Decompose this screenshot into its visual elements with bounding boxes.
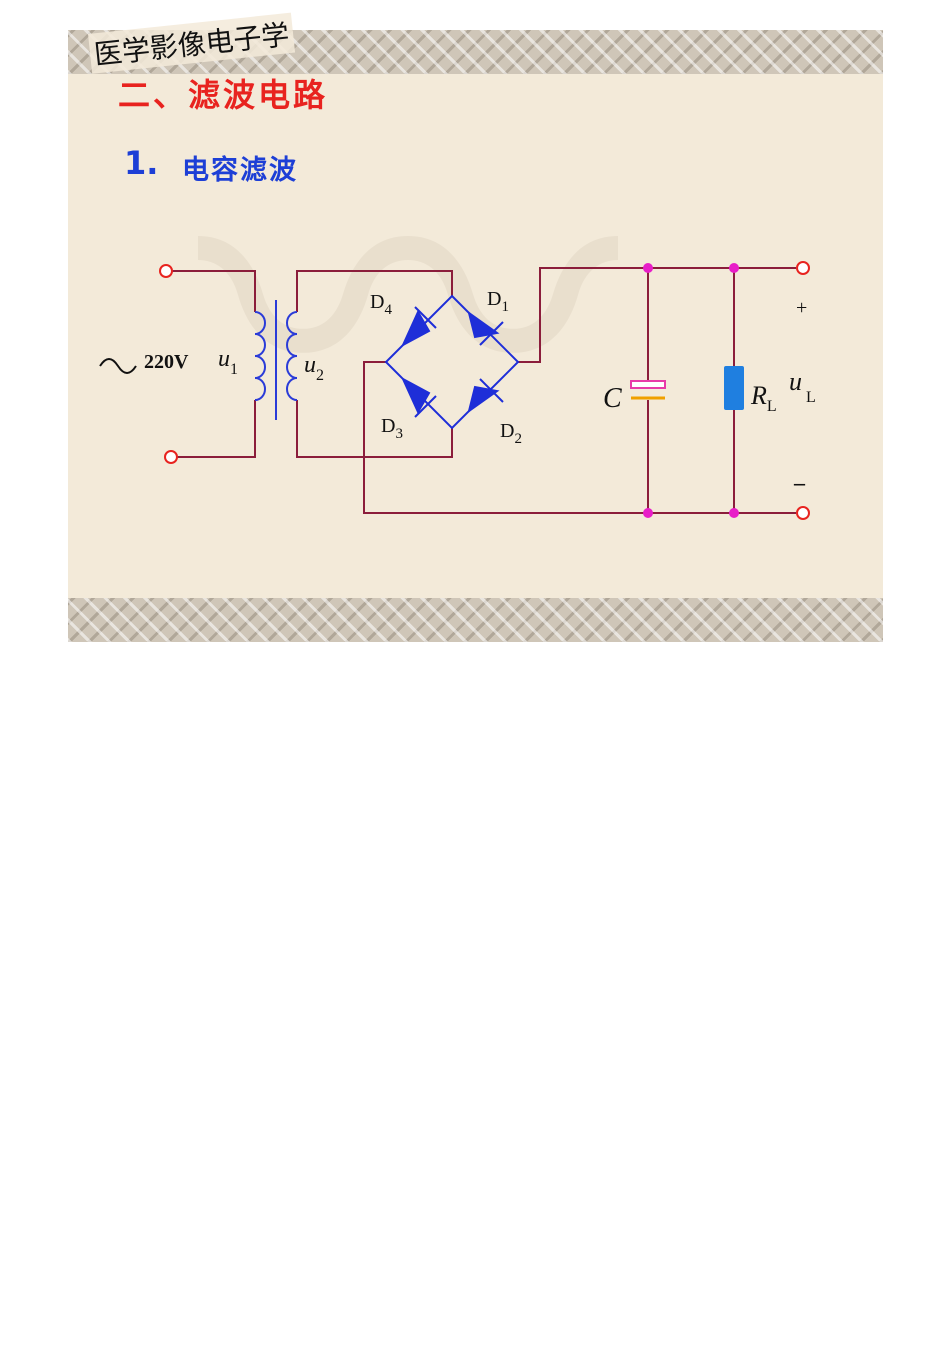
output-minus-sign: – bbox=[793, 470, 806, 495]
resistor-label: RL bbox=[750, 381, 777, 415]
load-resistor bbox=[724, 366, 744, 410]
subsection-title: 电容滤波 bbox=[182, 155, 298, 186]
diode-d2 bbox=[467, 378, 504, 414]
diode-d2-label: D2 bbox=[500, 420, 522, 447]
wire-positive-rail bbox=[518, 267, 796, 363]
capacitor-label: C bbox=[603, 383, 622, 414]
bridge-rectifier bbox=[384, 294, 520, 430]
bridge-diamond bbox=[384, 294, 520, 430]
secondary-voltage-label: u2 bbox=[304, 352, 324, 384]
diode-d4 bbox=[400, 306, 437, 348]
transformer-primary-winding bbox=[254, 311, 266, 401]
output-terminal-positive bbox=[796, 261, 810, 275]
wire-secondary-bottom bbox=[296, 400, 453, 458]
junction-node bbox=[729, 508, 739, 518]
primary-voltage-label: u1 bbox=[218, 346, 238, 378]
transformer bbox=[254, 300, 298, 420]
source-voltage-label: 220V bbox=[144, 351, 189, 373]
junction-node bbox=[729, 263, 739, 273]
wire-primary-top bbox=[172, 270, 256, 312]
output-terminal-negative bbox=[796, 506, 810, 520]
output-plus-sign: + bbox=[796, 297, 807, 319]
diode-d1-label: D1 bbox=[487, 288, 509, 315]
wire-negative-rail bbox=[363, 361, 796, 514]
diode-d3 bbox=[400, 376, 437, 418]
diode-d1 bbox=[467, 310, 504, 346]
junction-node bbox=[643, 508, 653, 518]
transformer-secondary-winding bbox=[286, 311, 298, 401]
junction-nodes bbox=[643, 263, 739, 518]
slide: 〰 bbox=[68, 30, 883, 642]
decorative-border-bottom bbox=[68, 598, 883, 642]
ac-source-tilde-icon bbox=[99, 358, 137, 374]
diode-d3-label: D3 bbox=[381, 415, 403, 442]
diode-d4-label: D4 bbox=[370, 291, 392, 318]
wire-primary-bottom bbox=[172, 400, 256, 458]
section-title: 二、滤波电路 bbox=[118, 76, 329, 114]
filter-capacitor bbox=[630, 380, 666, 400]
output-voltage-label: uL bbox=[789, 367, 816, 406]
junction-node bbox=[643, 263, 653, 273]
input-terminal-bottom bbox=[164, 450, 178, 464]
subsection-number: 1. bbox=[124, 144, 159, 182]
background-calligraphy-decoration: 〰 bbox=[198, 65, 618, 554]
wire-secondary-top bbox=[296, 270, 453, 312]
input-terminal-top bbox=[159, 264, 173, 278]
